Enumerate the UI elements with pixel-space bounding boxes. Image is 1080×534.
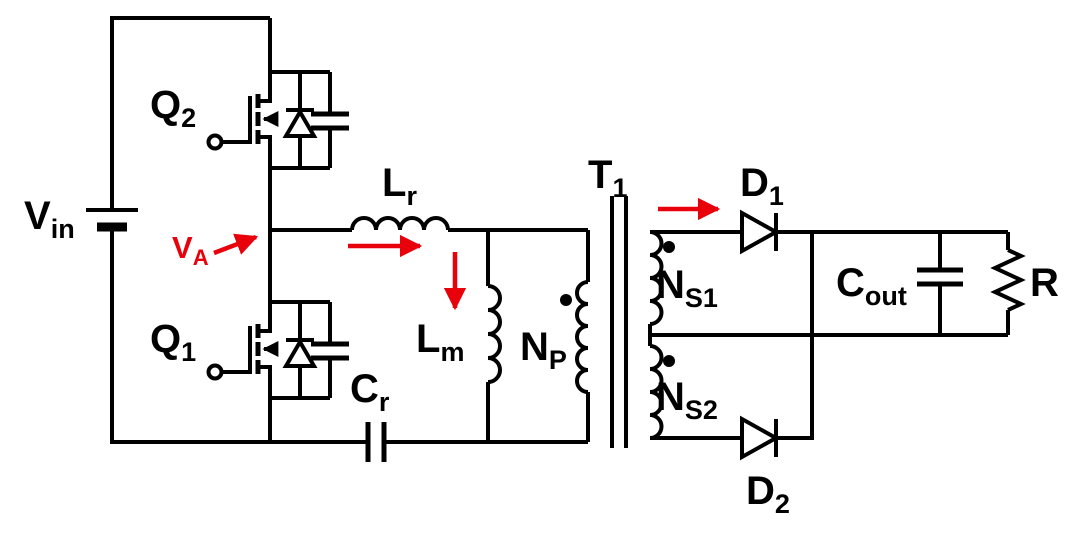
gate-terminal-circle [206, 133, 224, 151]
lr-inductor: Lr [350, 161, 450, 231]
t1-transformer-core: T1 [588, 153, 628, 448]
inductor-coil [350, 216, 450, 231]
d2-label: D2 [746, 469, 790, 519]
r-label: R [1030, 261, 1059, 305]
va-pointer-arrow [213, 233, 259, 256]
lm-inductor: Lm [416, 230, 502, 442]
polarity-dot-icon [663, 241, 675, 253]
diode-triangle [740, 209, 781, 255]
q1-capacitor-icon [311, 302, 349, 398]
q2-label: Q2 [150, 83, 196, 133]
vin-label: Vin [24, 194, 75, 244]
q1-mosfet-icon [206, 302, 279, 398]
drain-lead [258, 302, 272, 333]
np-winding: NP [520, 230, 590, 442]
winding-coil [649, 344, 664, 440]
winding-coil [649, 230, 664, 326]
d1-label: D1 [740, 161, 784, 211]
polarity-dot-icon [663, 355, 675, 367]
polarity-dot-icon [560, 294, 572, 306]
q2-body-diode-icon [282, 72, 318, 168]
source-lead [258, 135, 272, 168]
ns1-label: NS1 [656, 263, 718, 313]
q2-switch: Q2 [150, 18, 349, 170]
winding-coil [575, 280, 589, 394]
ns2-label: NS2 [656, 375, 718, 425]
q2-capacitor-icon [311, 72, 349, 168]
cout-capacitor: Cout [836, 232, 963, 335]
diode-triangle [282, 108, 318, 138]
cr-label: Cr [350, 367, 390, 417]
source-lead [258, 365, 272, 398]
lr-label: Lr [382, 161, 417, 211]
ns2-winding: NS2 [649, 344, 742, 440]
inductor-coil [487, 284, 502, 384]
wire [110, 16, 270, 210]
r-load-resistor: R [990, 232, 1059, 335]
diode-triangle [282, 338, 318, 368]
gate-terminal-circle [206, 363, 224, 381]
drain-lead [258, 72, 272, 103]
red-annotations: VA [172, 197, 721, 311]
cr-capacitor: Cr [350, 367, 390, 462]
np-label: NP [520, 325, 567, 375]
d2-riser-wire [776, 232, 814, 440]
center-tap-wiring [648, 324, 1008, 346]
va-label: VA [172, 230, 209, 270]
d1-diode: D1 [740, 161, 784, 255]
q1-label: Q1 [150, 317, 196, 367]
wire [110, 227, 368, 444]
d2-diode: D2 [740, 232, 814, 519]
vin-source: Vin [24, 16, 368, 444]
primary-wiring [268, 168, 588, 444]
q2-mosfet-icon [206, 72, 279, 168]
diode-triangle [740, 415, 781, 461]
ns1-winding: NS1 [649, 230, 742, 326]
t1-label: T1 [588, 153, 627, 203]
lm-label: Lm [416, 317, 464, 367]
cout-label: Cout [836, 261, 907, 311]
q1-switch: Q1 [150, 300, 349, 442]
q1-body-diode-icon [282, 302, 318, 398]
resistor-zigzag [990, 248, 1026, 312]
